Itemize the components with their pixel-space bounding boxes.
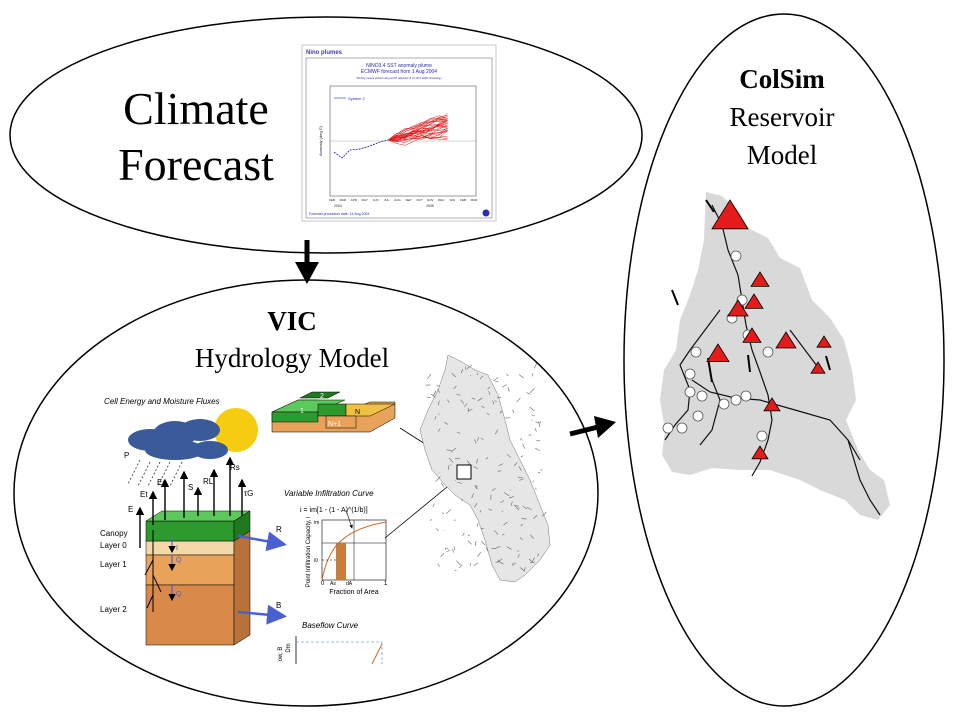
colsim-subtitle-line2: Model (747, 140, 818, 170)
layer-canopy-label: Canopy (100, 529, 128, 538)
plot-month-tick: MAY (362, 198, 368, 202)
reservoir-circle-icon (731, 251, 741, 261)
baseflow-ylabel: ow, B (278, 647, 284, 662)
baseflow-curve-panel: Baseflow Curve Dm ow, B (278, 621, 382, 664)
flux-RL-label: RL (203, 477, 214, 486)
plot-header: Nino plumes (306, 50, 343, 56)
reservoir-circle-icon (719, 399, 729, 409)
layer-1-label: Layer 1 (100, 560, 127, 569)
plot-month-tick: OCT (416, 198, 423, 202)
columbia-basin-map (660, 192, 890, 520)
vic-title: VIC (267, 306, 317, 336)
plot-month-tick: SEP (405, 198, 411, 202)
infiltration-ytick-im: im (314, 520, 319, 526)
reservoir-circle-icon (731, 395, 741, 405)
flux-R-label: R (276, 525, 282, 534)
cloud-icon (128, 419, 228, 460)
river-network-map (420, 355, 550, 582)
reservoir-circle-icon (685, 387, 695, 397)
infiltration-ytick-i0: i0 (314, 558, 318, 564)
infiltration-equation: i = im[1 - (1 - A)^(1/b)] (300, 507, 368, 514)
plot-month-tick: NOV (427, 198, 434, 202)
flux-tG-label: τG (244, 489, 253, 498)
climate-title-line2: Forecast (118, 139, 274, 190)
plot-subtitle: ECMWF forecast from 1 Aug 2004 (361, 69, 437, 75)
infiltration-xlabel: Fraction of Area (329, 589, 379, 596)
reservoir-circle-icon (757, 431, 767, 441)
layer-2-label: Layer 2 (100, 605, 127, 614)
flux-Rs-label: Rs (230, 463, 240, 472)
colsim-subtitle-line1: Reservoir (730, 102, 835, 132)
flux-Ec-label: Ec (157, 478, 166, 487)
flux-I-label: I (176, 545, 178, 552)
plot-month-tick: MAR (340, 198, 348, 202)
baseflow-dm: Dm (286, 643, 292, 652)
grid-label-N1: N+1 (328, 421, 341, 428)
infiltration-curve-panel: Variable Infiltration Curve i = im[1 - (… (284, 489, 388, 596)
zoom-cell-box (457, 465, 471, 479)
reservoir-circle-icon (693, 411, 703, 421)
plot-year-2: 2005 (426, 204, 434, 208)
flux-E-label: E (128, 505, 133, 514)
plot-legend: System 2 (348, 96, 365, 101)
infiltration-xtick-0: 0 (321, 581, 325, 587)
flux-Q2-label: Q (176, 591, 182, 598)
flux-P-label: P (124, 451, 129, 460)
plot-month-tick: AUG (394, 198, 401, 202)
vic-subtitle: Hydrology Model (195, 343, 389, 373)
infiltration-xtick-As: As (330, 581, 336, 587)
canopy-layer (146, 521, 234, 541)
fluxes-title: Cell Energy and Moisture Fluxes (104, 397, 220, 406)
reservoir-circle-icon (741, 391, 751, 401)
reservoir-circle-icon (763, 347, 773, 357)
infiltration-xtick-1: 1 (384, 581, 388, 587)
reservoir-circle-icon (677, 423, 687, 433)
baseflow-title: Baseflow Curve (302, 621, 359, 630)
grid-label-1: 1 (300, 408, 304, 415)
plot-month-tick: JUN (373, 198, 379, 202)
infiltration-title: Variable Infiltration Curve (284, 489, 374, 498)
plot-ylabel: Anomaly (deg C) (318, 125, 323, 156)
vic-schematic: Cell Energy and Moisture Fluxes P (100, 355, 550, 664)
flux-Et-label: Et (140, 490, 148, 499)
plot-month-tick: JAN (449, 198, 455, 202)
colsim-title: ColSim (739, 64, 825, 94)
reservoir-circle-icon (663, 423, 673, 433)
climate-title-line1: Climate (123, 83, 269, 134)
flux-Q1-label: Q (176, 557, 182, 564)
plot-month-tick: FEB (460, 198, 466, 202)
reservoir-circle-icon (691, 347, 701, 357)
plot-month-tick: JUL (384, 198, 390, 202)
grid-cells: 1 2 N N+1 (272, 392, 395, 432)
plot-month-tick: DEC (438, 198, 445, 202)
reservoir-circle-icon (697, 391, 707, 401)
plot-month-tick: FEB (329, 198, 335, 202)
vic-to-colsim-arrow-icon (594, 416, 616, 438)
plot-note: Monthly means plotted using HCST adjuste… (356, 76, 442, 80)
layer-0-label: Layer 0 (100, 541, 127, 550)
grid-label-2: 2 (320, 393, 324, 400)
plot-footer: Forecast production date: 14 Aug 2004 (309, 212, 369, 216)
plot-year-1: 2004 (334, 204, 342, 208)
grid-label-N: N (355, 409, 360, 416)
infiltration-xtick-dA: dA (346, 581, 353, 587)
flux-S-label: S (188, 483, 193, 492)
ecmwf-logo-icon (483, 210, 490, 217)
plot-month-tick: APR (351, 198, 358, 202)
infiltration-ylabel: Point Infiltration Capacity, i (306, 517, 312, 588)
plot-month-tick: MAR (471, 198, 479, 202)
flux-B-label: B (276, 601, 281, 610)
reservoir-circle-icon (685, 369, 695, 379)
nino-plume-plot: Nino plumes NINO3.4 SST anomaly plume EC… (302, 45, 496, 221)
